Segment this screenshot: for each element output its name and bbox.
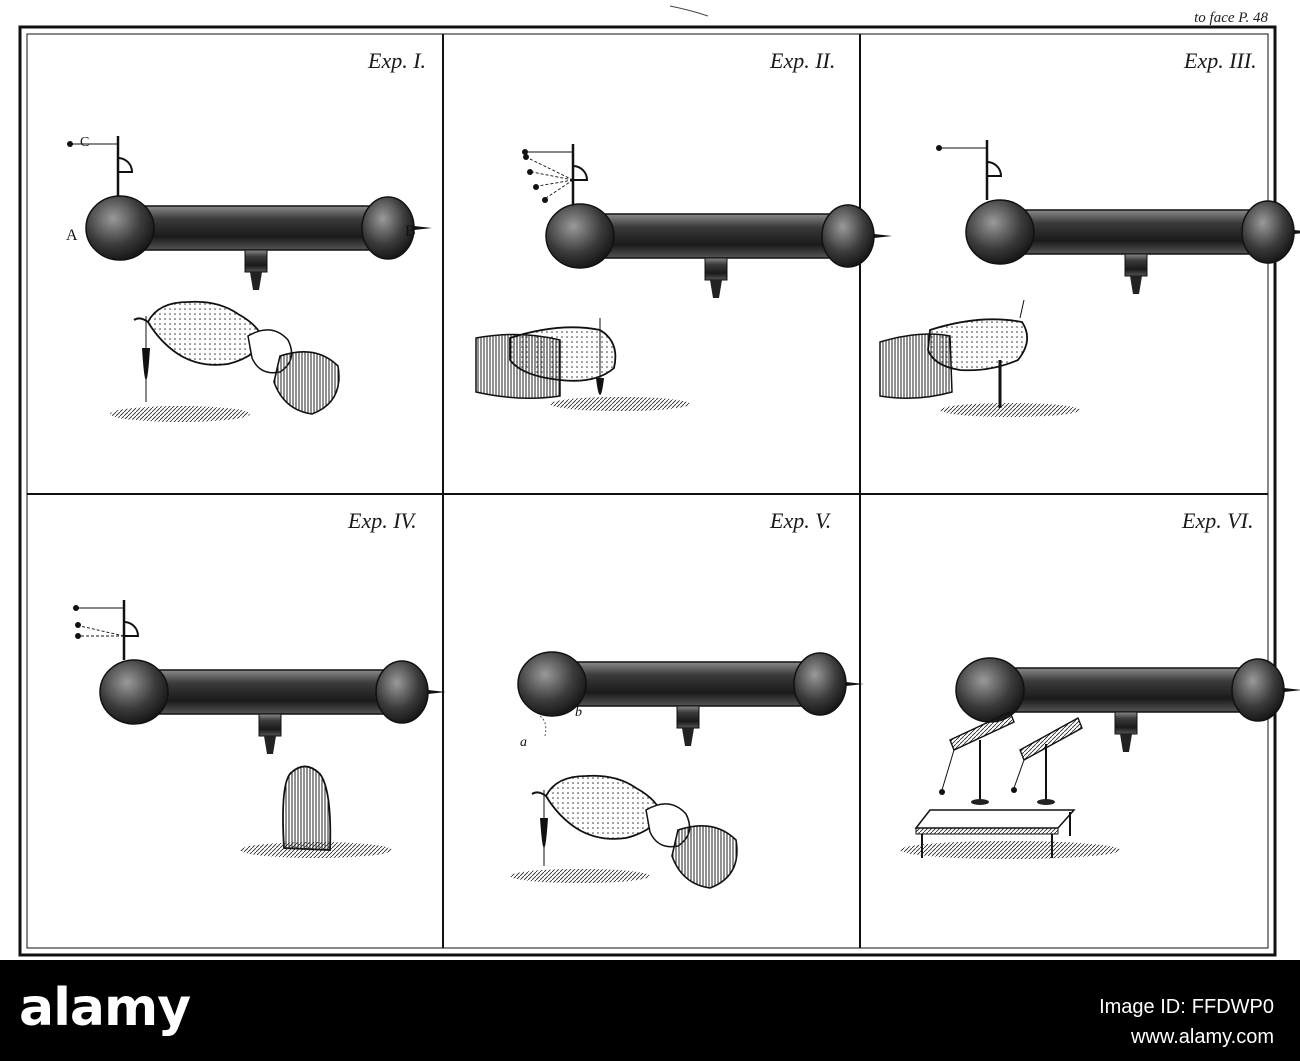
- engraving-plate: to face P. 48 Exp. I. A B C Exp. II. Exp…: [18, 5, 1300, 957]
- image-id-value: FFDWP0: [1191, 996, 1274, 1018]
- alamy-logo: alamy: [19, 978, 191, 1038]
- panel-caption: Exp. VI.: [1181, 508, 1253, 533]
- label-a-small: a: [520, 735, 527, 750]
- panel-exp-4: Exp. IV.: [71, 508, 447, 858]
- watermark-bar: alamy Image ID:FFDWP0 www.alamy.com: [0, 960, 1300, 1061]
- website-url: www.alamy.com: [1131, 1026, 1274, 1048]
- panel-caption: Exp. III.: [1183, 48, 1257, 73]
- panel-exp-5: Exp. V. a b: [510, 508, 865, 889]
- label-a: A: [66, 227, 78, 244]
- panel-caption: Exp. I.: [367, 48, 426, 73]
- label-b-small: b: [575, 705, 582, 720]
- panel-caption: Exp. IV.: [347, 508, 417, 533]
- panel-exp-2: Exp. II.: [475, 48, 893, 411]
- panel-exp-1: Exp. I. A B C: [65, 48, 433, 422]
- panel-exp-3: Exp. III.: [879, 48, 1300, 417]
- panel-exp-6: Exp. VI.: [900, 508, 1300, 859]
- corner-note: to face P. 48: [1194, 10, 1268, 26]
- image-id: Image ID:FFDWP0: [1099, 996, 1274, 1019]
- panel-caption: Exp. V.: [769, 508, 831, 533]
- panel-caption: Exp. II.: [769, 48, 835, 73]
- label-c: C: [80, 135, 89, 150]
- label-b: B: [405, 223, 416, 240]
- image-id-label: Image ID:: [1099, 996, 1186, 1018]
